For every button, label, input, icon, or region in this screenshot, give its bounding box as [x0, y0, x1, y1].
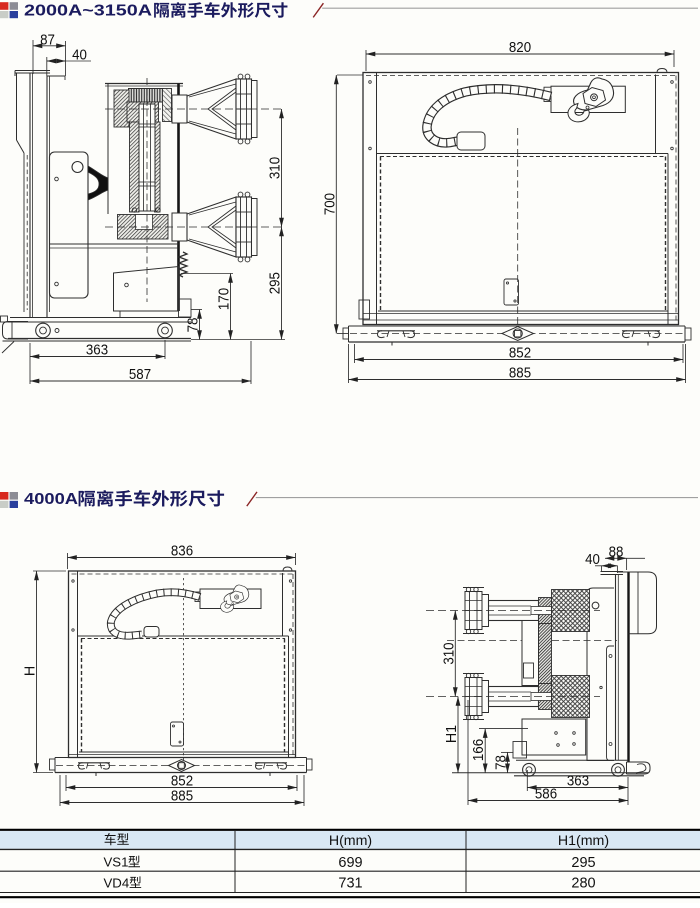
svg-text:836: 836 — [171, 544, 193, 560]
svg-text:310: 310 — [268, 157, 284, 179]
svg-text:2000A~3150A: 2000A~3150A — [24, 2, 152, 19]
svg-text:586: 586 — [535, 787, 557, 803]
svg-text:170: 170 — [217, 288, 233, 310]
svg-text:699: 699 — [338, 855, 362, 871]
svg-text:700: 700 — [322, 193, 338, 215]
svg-text:363: 363 — [567, 774, 589, 790]
svg-text:VD4: VD4 — [104, 875, 130, 890]
svg-text:295: 295 — [571, 855, 595, 871]
svg-text:87: 87 — [40, 32, 55, 48]
svg-text:H(mm): H(mm) — [329, 833, 372, 849]
svg-text:731: 731 — [338, 875, 362, 891]
svg-text:166: 166 — [471, 739, 487, 761]
svg-text:78: 78 — [494, 755, 510, 770]
svg-text:820: 820 — [509, 40, 531, 56]
svg-text:40: 40 — [585, 552, 600, 568]
svg-text:310: 310 — [441, 642, 457, 664]
svg-text:H: H — [23, 666, 39, 676]
svg-text:363: 363 — [86, 343, 108, 359]
svg-text:VS1: VS1 — [104, 855, 129, 870]
svg-text:88: 88 — [609, 544, 624, 560]
svg-text:280: 280 — [571, 875, 595, 891]
svg-text:78: 78 — [186, 318, 202, 333]
svg-text:295: 295 — [268, 272, 284, 294]
svg-text:885: 885 — [171, 789, 193, 805]
svg-text:885: 885 — [509, 366, 531, 382]
svg-text:4000A: 4000A — [24, 491, 78, 508]
svg-text:40: 40 — [72, 48, 87, 64]
svg-text:H1: H1 — [444, 725, 460, 743]
svg-text:852: 852 — [171, 774, 193, 790]
svg-text:852: 852 — [509, 346, 531, 362]
svg-text:H1(mm): H1(mm) — [558, 833, 609, 849]
svg-text:587: 587 — [129, 367, 151, 383]
